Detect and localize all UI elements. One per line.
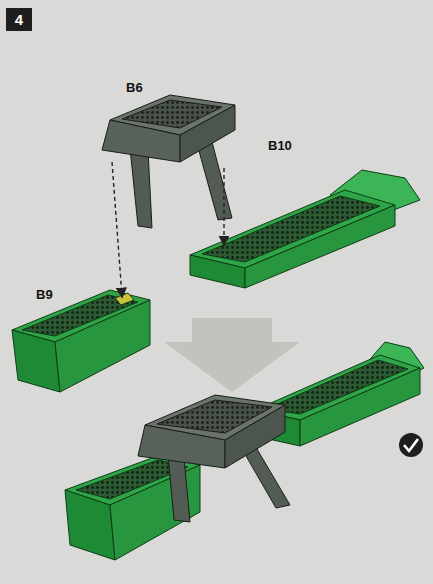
- guide-arrow: [223, 168, 224, 244]
- part-b9: [12, 290, 150, 392]
- part-b6: [102, 95, 235, 228]
- assembled-model: [65, 342, 424, 560]
- check-icon: [399, 433, 423, 457]
- step-number: 4: [15, 11, 23, 28]
- part-name: B10: [268, 138, 292, 153]
- step-arrow: [164, 318, 300, 392]
- part-name: B9: [36, 287, 53, 302]
- step-number-box: 4: [6, 8, 32, 31]
- part-name: B6: [126, 80, 143, 95]
- guide-arrow: [112, 162, 122, 296]
